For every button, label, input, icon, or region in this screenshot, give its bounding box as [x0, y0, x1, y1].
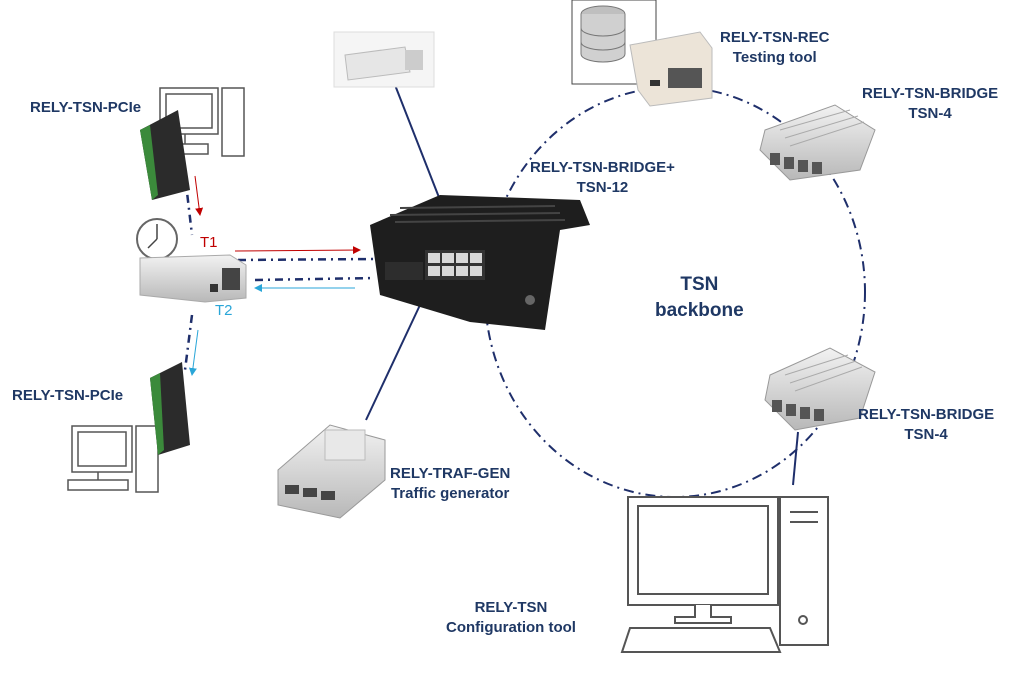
- label-pcie-top: RELY-TSN-PCIe: [30, 99, 142, 116]
- link-config-tool: [792, 431, 799, 486]
- label-bridge-bottom: RELY-TSN-BRIDGE TSN-4: [858, 405, 994, 445]
- tsn-bridge-top-device-icon: [759, 104, 876, 181]
- bridge-plus-model: TSN-12: [576, 179, 629, 196]
- link-clock-bridge-1: [237, 257, 376, 262]
- t2-text: T2: [215, 302, 233, 319]
- link-pcie-bottom: [183, 314, 194, 371]
- pc-bottom-icon: [67, 425, 159, 493]
- link-clock-bridge-2: [254, 276, 376, 282]
- label-bridge-plus: RELY-TSN-BRIDGE+ TSN-12: [530, 158, 675, 198]
- grandmaster-clock-device-icon: [139, 254, 247, 303]
- pc-top-icon: [159, 87, 245, 157]
- bridge-bottom-name: RELY-TSN-BRIDGE: [858, 406, 995, 423]
- pcie-card-bottom-icon: [150, 362, 190, 455]
- rec-role: Testing tool: [732, 49, 817, 66]
- label-backbone: TSN backbone: [655, 272, 744, 324]
- label-rec: RELY-TSN-REC Testing tool: [720, 28, 829, 68]
- t1-text: T1: [200, 234, 218, 251]
- traf-gen-role: Traffic generator: [390, 485, 510, 502]
- tsn-bridge-bottom-device-icon: [764, 347, 876, 431]
- backbone-line-2: backbone: [655, 300, 744, 321]
- t2-arrow-down: [188, 329, 199, 376]
- clock-icon: [136, 218, 178, 260]
- pcie-card-top-icon: [140, 110, 190, 200]
- traf-gen-name: RELY-TRAF-GEN: [390, 465, 511, 482]
- tsn-bridge-plus-device-icon: [370, 195, 590, 330]
- bridge-top-name: RELY-TSN-BRIDGE: [862, 85, 999, 102]
- camera-icon: [333, 31, 435, 88]
- t1-arrow-right: [234, 246, 361, 255]
- config-role: Configuration tool: [446, 619, 576, 636]
- label-config-tool: RELY-TSN Configuration tool: [446, 598, 576, 638]
- config-name: RELY-TSN: [474, 599, 548, 616]
- t1-arrow-down: [194, 175, 204, 216]
- label-t1: T1: [200, 234, 218, 251]
- label-pcie-bottom: RELY-TSN-PCIe: [12, 387, 124, 404]
- rec-name: RELY-TSN-REC: [720, 29, 830, 46]
- config-pc-icon: [620, 496, 829, 653]
- traffic-generator-device-icon: [277, 424, 386, 519]
- bridge-plus-name: RELY-TSN-BRIDGE+: [530, 159, 675, 176]
- label-t2: T2: [215, 302, 233, 319]
- backbone-line-1: TSN: [680, 274, 719, 295]
- label-bridge-top: RELY-TSN-BRIDGE TSN-4: [862, 84, 998, 124]
- link-traffic-generator: [365, 304, 421, 421]
- tsn-rec-device-icon: [629, 31, 713, 107]
- link-camera: [394, 84, 441, 201]
- bridge-bottom-model: TSN-4: [904, 426, 948, 443]
- bridge-top-model: TSN-4: [908, 105, 952, 122]
- label-traffic-generator: RELY-TRAF-GEN Traffic generator: [390, 464, 510, 504]
